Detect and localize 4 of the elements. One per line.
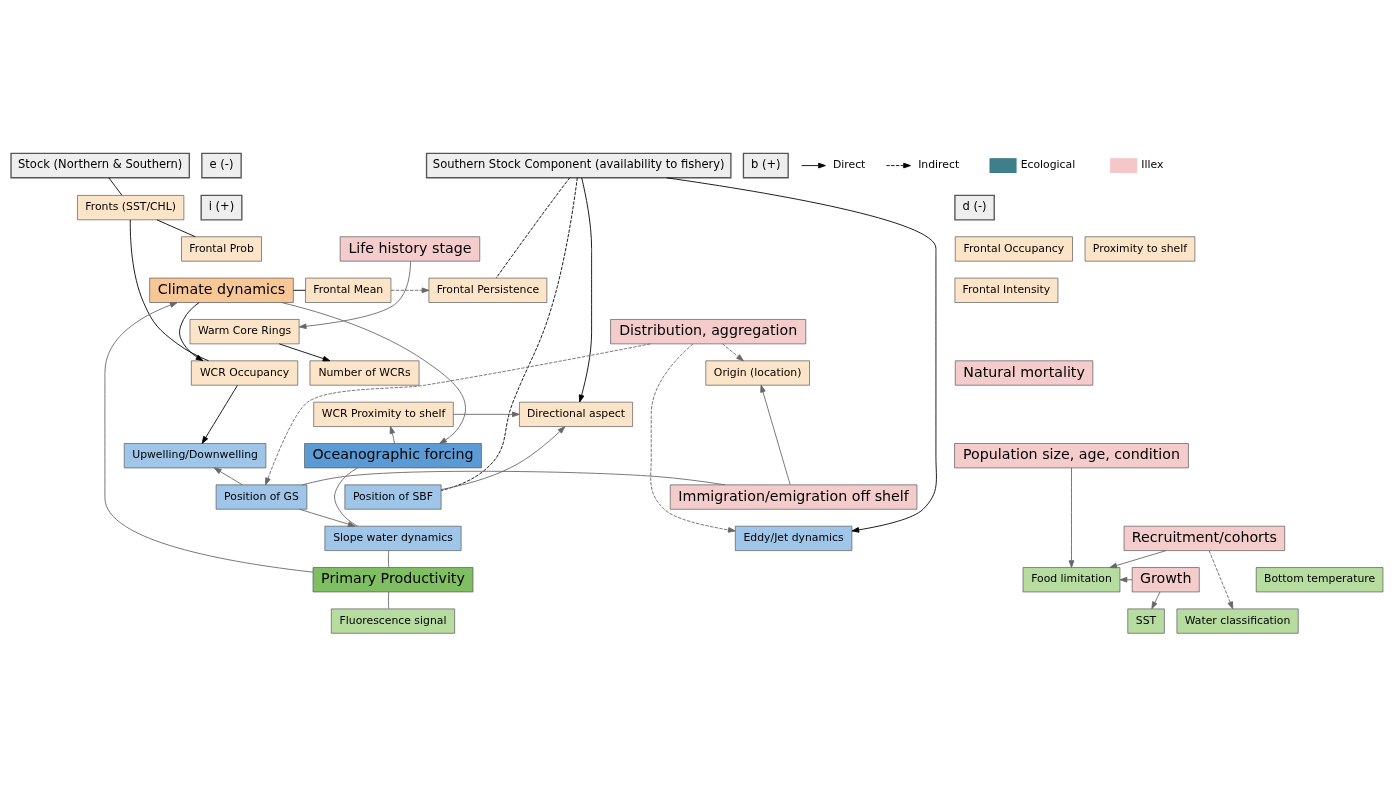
legend-label: Direct (832, 158, 866, 172)
legend-label: Ecological (1020, 158, 1076, 172)
legend-label: Illex (1141, 158, 1164, 172)
legend-label: Indirect (918, 158, 960, 172)
